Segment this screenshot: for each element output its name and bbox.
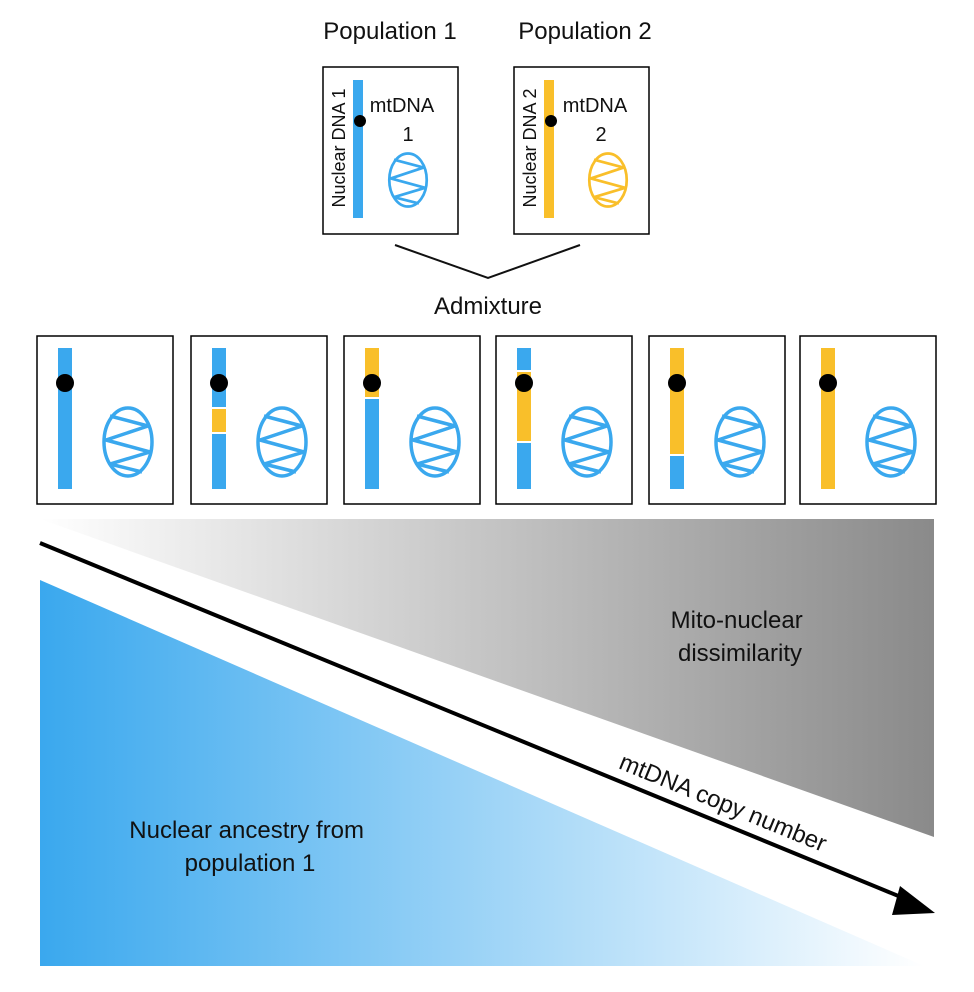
centromere-dot [515,374,533,392]
admixture-merge-lines [394,244,581,280]
population-2-group: Population 2 Nuclear DNA 2 mtDNA 2 [513,18,652,235]
centromere-dot [819,374,837,392]
dissimilarity-label-line1: Mito-nuclear [671,607,803,634]
chromosome-blue-segment [365,399,379,489]
panel-frame [495,335,633,505]
admixed-panel-5 [648,335,786,505]
ancestry-label: Nuclear ancestry from population 1 [129,817,370,877]
panel-frame [799,335,937,505]
nuclear-dna-2-label: Nuclear DNA 2 [520,88,540,207]
panel-frame [190,335,328,505]
mtdna-2-number: 2 [595,124,606,146]
chromosome-yellow-segment [212,409,226,432]
centromere-dot [210,374,228,392]
centromere-dot [354,115,366,127]
chromosome-blue-segment [58,348,72,489]
centromere-dot [545,115,557,127]
population-1-group: Population 1 Nuclear DNA 1 mtDNA 1 [322,18,459,235]
mtdna-1-number: 1 [402,124,413,146]
centromere-dot [668,374,686,392]
population-2-panel [513,66,650,235]
admixed-panel-3 [343,335,481,505]
admixture-label: Admixture [434,293,542,320]
mtdna-1-label: mtDNA [370,95,435,117]
nuclear-dna-1-label: Nuclear DNA 1 [329,88,349,207]
chromosome-blue-segment [212,434,226,489]
admixed-panel-4 [495,335,633,505]
ancestry-label-line2: population 1 [185,850,316,877]
chromosome-blue-segment [517,348,531,370]
admixture-panels [36,335,937,505]
population-1-panel [322,66,459,235]
copy-number-arrowhead [892,886,935,915]
chromosome-blue-segment [670,456,684,489]
admixed-panel-6 [799,335,937,505]
population-2-title: Population 2 [518,18,651,45]
chromosome-yellow-segment [821,348,835,489]
admixed-panel-2 [190,335,328,505]
population-1-title: Population 1 [323,18,456,45]
ancestry-gradient-wedge [40,580,924,966]
dissimilarity-gradient-wedge [40,519,934,837]
nuclear-dna-1-bar [353,80,363,218]
dissimilarity-label: Mito-nuclear dissimilarity [671,607,810,667]
chromosome-yellow-segment [670,348,684,454]
copy-number-arrow-line [39,541,914,904]
mtdna-2-label: mtDNA [563,95,628,117]
panel-frame [648,335,786,505]
centromere-dot [56,374,74,392]
centromere-dot [363,374,381,392]
admixed-panel-1 [36,335,174,505]
nuclear-dna-2-bar [544,80,554,218]
panel-frame [36,335,174,505]
ancestry-label-line1: Nuclear ancestry from [129,817,364,844]
panel-frame [343,335,481,505]
dissimilarity-label-line2: dissimilarity [678,640,802,667]
chromosome-blue-segment [517,443,531,489]
